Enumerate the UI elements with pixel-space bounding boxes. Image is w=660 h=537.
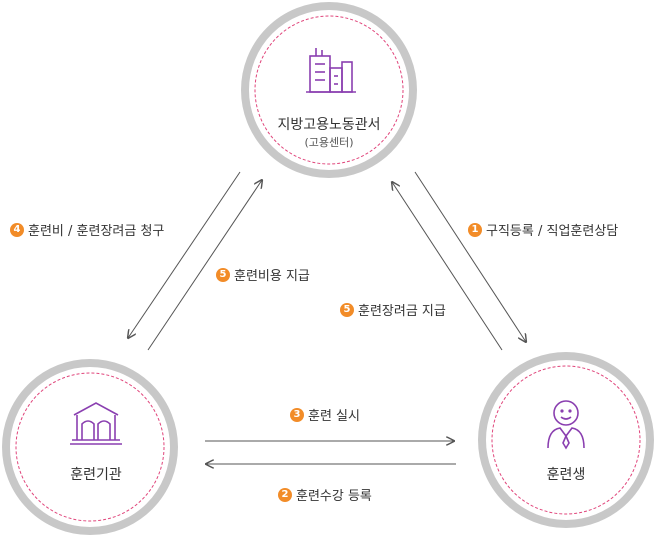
step-claim-label: 4 훈련비 / 훈련장려금 청구 <box>10 220 164 239</box>
school-building-icon <box>70 402 122 445</box>
step-training-label: 3 훈련 실시 <box>290 405 360 424</box>
step-registration-label: 1 구직등록 / 직업훈련상담 <box>468 220 618 239</box>
arrow-institution-to-office <box>147 180 262 351</box>
step-text: 훈련비 / 훈련장려금 청구 <box>28 224 165 239</box>
step-fee-payment-label: 5 훈련비용 지급 <box>216 265 310 284</box>
step-text: 구직등록 / 직업훈련상담 <box>486 224 619 239</box>
step-text: 훈련 실시 <box>308 409 360 424</box>
step-number-badge: 2 <box>278 487 292 502</box>
step-number-badge: 1 <box>468 222 482 237</box>
office-sublabel: (고용센터) <box>304 136 354 149</box>
trainee-node <box>478 352 654 528</box>
step-enrollment-label: 2 훈련수강 등록 <box>278 485 372 504</box>
arrow-office-to-institution <box>128 171 241 338</box>
institution-node <box>2 359 178 535</box>
arrow-office-to-trainee <box>414 171 526 342</box>
step-text: 훈련수강 등록 <box>296 489 372 504</box>
person-icon <box>547 400 585 450</box>
step-number-badge: 5 <box>216 267 230 282</box>
office-label: 지방고용노동관서 <box>277 117 381 133</box>
trainee-label: 훈련생 <box>546 467 586 483</box>
step-number-badge: 3 <box>290 407 304 422</box>
step-number-badge: 5 <box>340 302 354 317</box>
step-text: 훈련장려금 지급 <box>358 304 446 319</box>
step-number-badge: 4 <box>10 222 24 237</box>
office-building-icon <box>306 48 356 93</box>
arrow-trainee-to-office <box>392 182 503 351</box>
step-text: 훈련비용 지급 <box>234 269 310 284</box>
institution-label: 훈련기관 <box>70 467 122 483</box>
step-allowance-payment-label: 5 훈련장려금 지급 <box>340 300 446 319</box>
office-node <box>241 2 417 178</box>
